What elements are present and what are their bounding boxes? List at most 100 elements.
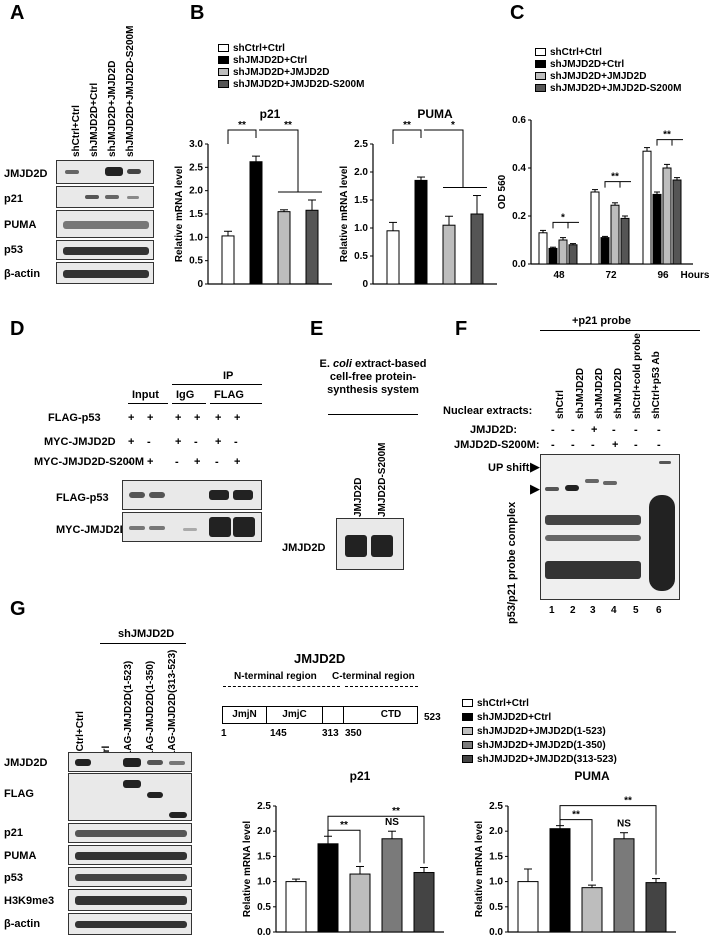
bar (558, 239, 568, 265)
y-tick-label: 2.0 (354, 167, 368, 178)
condition-mark: + (128, 412, 135, 424)
y-tick-label: 0.4 (512, 163, 526, 174)
bar (590, 191, 600, 265)
y-tick-label: 2.5 (257, 801, 271, 812)
row-label: β-actin (4, 268, 41, 280)
row-label: FLAG (4, 788, 34, 800)
position-label: 350 (345, 728, 362, 739)
row-label: β-actin (4, 918, 41, 930)
legend-item: shJMJD2D+JMJD2D(313-523) (462, 752, 617, 766)
up-shift-label: UP shift (488, 462, 530, 474)
y-tick-label: 1.0 (489, 877, 503, 888)
panel-g-letter: G (10, 598, 26, 620)
n-region-label: N-terminal region (234, 671, 317, 682)
bar (517, 881, 539, 933)
lane-number: 6 (656, 605, 662, 616)
lane-number: 4 (611, 605, 617, 616)
blot-strip (68, 889, 192, 911)
chart-title: p21 (350, 769, 371, 783)
sig-label: * (451, 120, 455, 131)
bar (413, 872, 435, 933)
y-tick-label: 0.5 (489, 902, 503, 913)
condition-mark: - (571, 424, 575, 436)
sig-label: ** (663, 130, 671, 141)
sig-bracket (259, 129, 299, 192)
lane-label: shJMJD2D+JMJD2D (107, 60, 118, 157)
y-tick-label: 0.0 (489, 927, 503, 938)
bar (581, 887, 603, 933)
sig-bracket (327, 829, 361, 863)
condition-mark: + (175, 436, 182, 448)
condition-mark: + (591, 424, 598, 436)
chart-title: PUMA (574, 769, 610, 783)
y-axis-label: Relative mRNA level (242, 821, 253, 918)
ip-header: IP (223, 370, 234, 382)
y-tick-label: 0.0 (257, 927, 271, 938)
sig-bracket (327, 815, 425, 864)
sig-bracket (392, 129, 422, 144)
sig-label: ** (238, 120, 246, 131)
panel-d-letter: D (10, 318, 25, 340)
bar (613, 838, 635, 933)
condition-mark: - (551, 439, 555, 451)
lane-label: shJMJD2D+JMJD2D-S200M (125, 25, 136, 157)
condition-mark: + (147, 412, 154, 424)
panel-e-letter: E (310, 318, 324, 340)
blot-strip (56, 240, 154, 260)
y-tick-label: 1.5 (257, 851, 271, 862)
sig-label: ** (340, 820, 348, 831)
condition-mark: - (175, 456, 179, 468)
blot-strip (56, 160, 154, 184)
row-label: JMJD2D (4, 168, 48, 180)
row-label: p21 (4, 827, 23, 839)
panel-b-legend: shCtrl+Ctrl shJMJD2D+Ctrl shJMJD2D+JMJD2… (218, 42, 364, 90)
condition-mark: + (128, 436, 135, 448)
group-label: Input (132, 389, 159, 401)
condition-mark: - (591, 439, 595, 451)
sig-label: ** (611, 172, 619, 183)
chart-title: p21 (260, 107, 281, 121)
bar (568, 244, 578, 265)
sig-bracket (656, 139, 683, 146)
y-tick-label: 2.0 (489, 826, 503, 837)
condition-label: MYC-JMJD2D-S200M (34, 456, 145, 468)
row-label: p53 (4, 872, 23, 884)
sig-label: NS (385, 817, 399, 828)
bar (349, 873, 371, 933)
bar (386, 230, 400, 285)
panel-a-letter: A (10, 2, 25, 24)
condition-mark: + (215, 412, 222, 424)
legend-item: shJMJD2D+JMJD2D-S200M (535, 82, 681, 94)
sig-label: * (561, 212, 565, 223)
sig-bracket (604, 181, 631, 188)
row-label: JMJD2D-S200M: (454, 439, 540, 451)
sig-label: ** (284, 120, 292, 131)
condition-mark: + (234, 412, 241, 424)
lane-label: shCtrl+cold probe (632, 333, 643, 419)
y-tick-label: 2.0 (257, 826, 271, 837)
bar (442, 224, 456, 285)
bar (470, 213, 484, 285)
domain-title: JMJD2D (294, 651, 346, 666)
lane-label: FLAG-JMJD2D(1-523) (123, 660, 134, 763)
bar (610, 204, 620, 265)
row-label: PUMA (4, 219, 37, 231)
condition-mark: + (147, 456, 154, 468)
lane-label: FLAG-JMJD2D(313-523) (167, 649, 178, 763)
condition-mark: - (147, 436, 151, 448)
legend-item: shJMJD2D+JMJD2D(1-523) (462, 724, 617, 738)
panel-c-legend: shCtrl+Ctrl shJMJD2D+Ctrl shJMJD2D+JMJD2… (535, 46, 681, 94)
domain-block: JmjN (223, 707, 267, 723)
sig-label: ** (624, 796, 632, 807)
y-tick-label: 2.5 (489, 801, 503, 812)
row-label: PUMA (4, 850, 37, 862)
sig-bracket (424, 129, 464, 188)
group-label: FLAG (214, 389, 244, 401)
x-unit-label: Hours (681, 270, 710, 281)
sig-label: ** (403, 120, 411, 131)
blot-strip (122, 480, 262, 510)
